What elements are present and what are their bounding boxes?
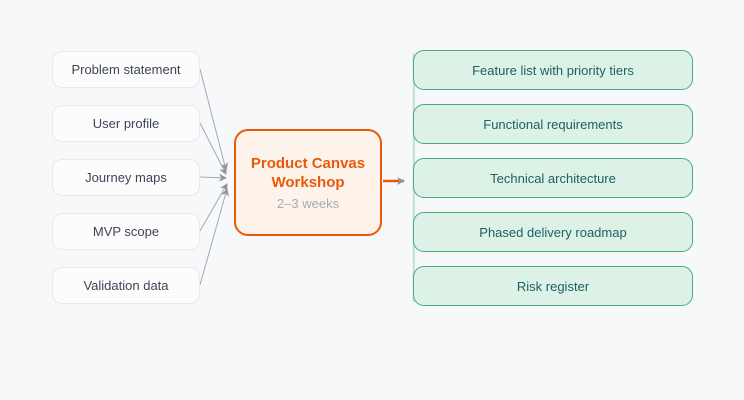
input-node-label: MVP scope [92, 224, 160, 239]
input-node-mvp-scope: MVP scope [52, 213, 200, 250]
edge-mvp-scope [199, 183, 228, 232]
input-node-label: Problem statement [71, 62, 181, 77]
output-node-risk-register: Risk register [413, 266, 693, 306]
output-node-label: Risk register [516, 278, 590, 294]
edge-problem-statement [199, 68, 229, 171]
input-node-label: Journey maps [85, 170, 167, 185]
output-node-technical-architecture: Technical architecture [413, 158, 693, 198]
output-node-label: Phased delivery roadmap [479, 224, 627, 240]
output-node-label: Functional requirements [483, 116, 623, 132]
input-node-problem-statement: Problem statement [52, 51, 200, 88]
process-node-product-canvas-workshop: Product Canvas Workshop 2–3 weeks [234, 129, 382, 236]
output-node-phased-delivery-roadmap: Phased delivery roadmap [413, 212, 693, 252]
input-node-validation-data: Validation data [52, 267, 200, 304]
input-node-journey-maps: Journey maps [52, 159, 200, 196]
process-node-title: Product Canvas Workshop [250, 155, 366, 191]
edge-user-profile [199, 122, 227, 175]
output-node-label: Technical architecture [490, 170, 616, 186]
output-node-label: Feature list with priority tiers [472, 62, 634, 78]
edge-validation-data [199, 188, 229, 286]
input-node-label: Validation data [83, 278, 169, 293]
edge-journey-maps [199, 173, 227, 182]
output-node-feature-list: Feature list with priority tiers [413, 50, 693, 90]
process-node-duration: 2–3 weeks [276, 196, 340, 211]
output-node-functional-requirements: Functional requirements [413, 104, 693, 144]
input-node-label: User profile [92, 116, 160, 131]
input-node-user-profile: User profile [52, 105, 200, 142]
